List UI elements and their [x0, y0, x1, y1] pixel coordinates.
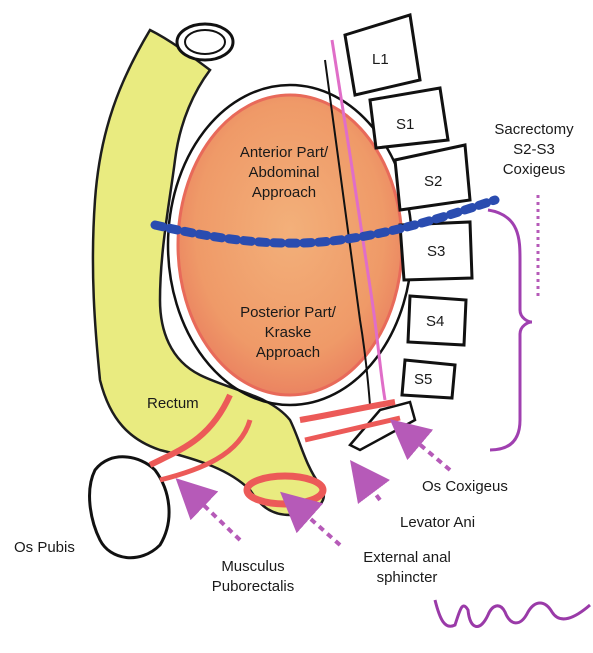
external-line-1: External anal [352, 548, 462, 568]
sacrectomy-label: Sacrectomy S2-S3 Coxigeus [478, 120, 590, 180]
sacrectomy-line-3: Coxigeus [478, 160, 590, 180]
external-sphincter-label: External anal sphincter [352, 548, 462, 588]
arrow-puborectalis [190, 492, 240, 540]
vertebra-s2-label: S2 [424, 172, 442, 192]
os-pubis-label: Os Pubis [14, 538, 75, 558]
vertebra-s3-label: S3 [427, 242, 445, 262]
posterior-line-1: Posterior Part/ [210, 303, 366, 323]
external-line-2: sphincter [352, 568, 462, 588]
os-pubis-shape [90, 457, 170, 558]
posterior-line-3: Approach [210, 343, 366, 363]
musculus-line-1: Musculus [195, 557, 311, 577]
vertebra-s5-label: S5 [414, 370, 432, 390]
arrow-os-coxigeus [405, 432, 450, 470]
vertebra-s4-label: S4 [426, 312, 444, 332]
vertebra-s1-label: S1 [396, 115, 414, 135]
sacrectomy-line-1: Sacrectomy [478, 120, 590, 140]
anterior-part-label: Anterior Part/ Abdominal Approach [206, 143, 362, 203]
arrow-levator-ani [362, 476, 380, 500]
os-coxigeus-label: Os Coxigeus [422, 477, 508, 497]
vertebra-l1-label: L1 [372, 50, 389, 70]
anterior-line-1: Anterior Part/ [206, 143, 362, 163]
anterior-line-2: Abdominal [206, 163, 362, 183]
musculus-line-2: Puborectalis [195, 577, 311, 597]
signature-scribble [435, 600, 590, 626]
rectum-label: Rectum [147, 394, 199, 414]
sacrectomy-line-2: S2-S3 [478, 140, 590, 160]
sacrectomy-bracket [488, 210, 532, 450]
musculus-puborectalis-label: Musculus Puborectalis [195, 557, 311, 597]
levator-ani-label: Levator Ani [400, 513, 475, 533]
anterior-line-3: Approach [206, 183, 362, 203]
posterior-line-2: Kraske [210, 323, 366, 343]
posterior-part-label: Posterior Part/ Kraske Approach [210, 303, 366, 363]
